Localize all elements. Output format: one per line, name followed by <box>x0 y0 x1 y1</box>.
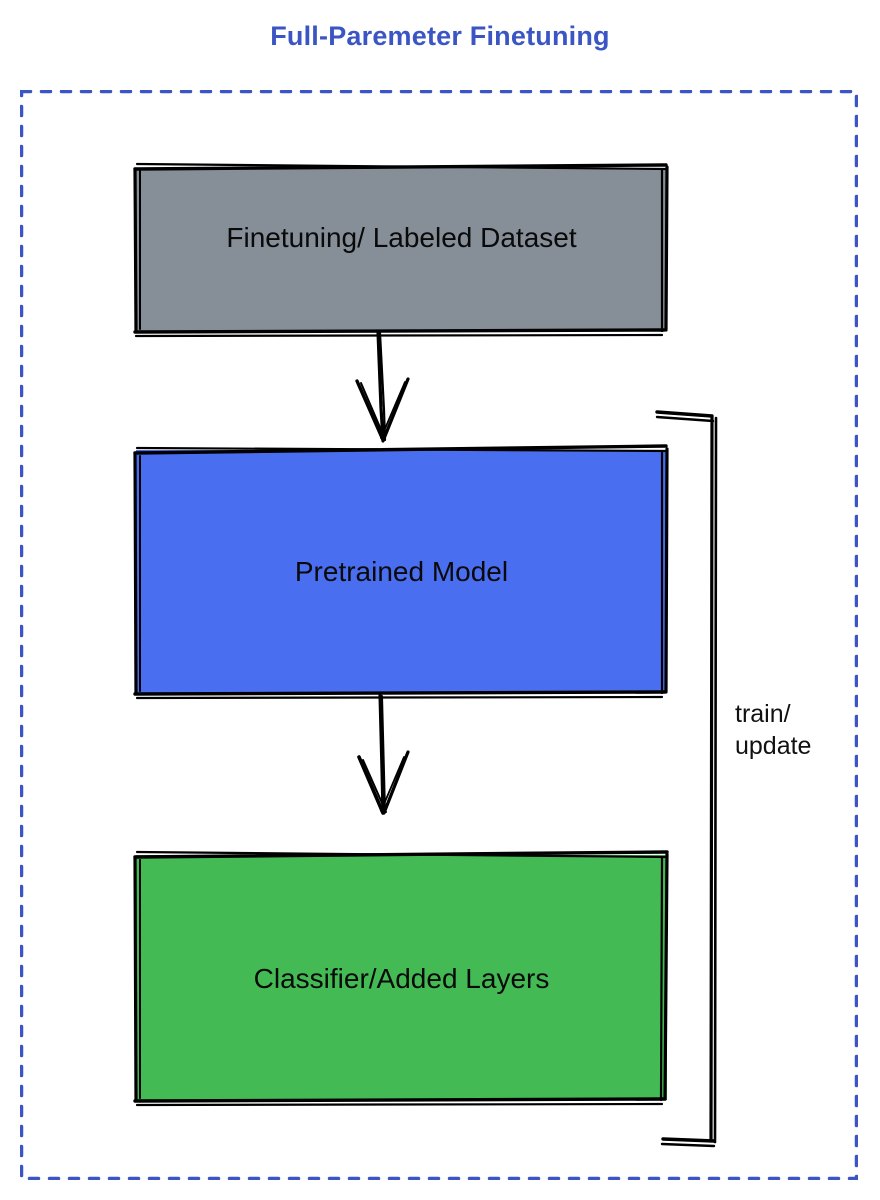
edge-label-train-update: train/ update <box>735 698 811 762</box>
node-label-pretrained: Pretrained Model <box>294 556 509 587</box>
node-classifier-added-layers[interactable]: Classifier/Added Layers <box>133 850 669 1107</box>
page-title: Full-Paremeter Finetuning <box>270 21 610 51</box>
node-fill-classifier <box>136 855 667 1100</box>
node-outline-classifier <box>133 850 669 1107</box>
arrow-pretrained-to-classifier <box>357 692 410 815</box>
edge-label-line-2: update <box>735 732 812 760</box>
node-finetuning-labeled-dataset[interactable]: Finetuning/ Labeled Dataset <box>133 162 669 338</box>
arrow-dataset-to-pretrained <box>355 330 410 443</box>
node-label-classifier: Classifier/Added Layers <box>253 963 550 994</box>
node-pretrained-model[interactable]: Pretrained Model <box>133 444 669 700</box>
node-outline-pretrained <box>133 444 669 700</box>
edge-label-line-1: train/ <box>735 700 791 728</box>
node-outline-dataset <box>133 162 669 338</box>
node-fill-pretrained <box>136 450 667 693</box>
node-fill-dataset <box>136 168 667 331</box>
node-label-dataset: Finetuning/ Labeled Dataset <box>226 222 577 253</box>
